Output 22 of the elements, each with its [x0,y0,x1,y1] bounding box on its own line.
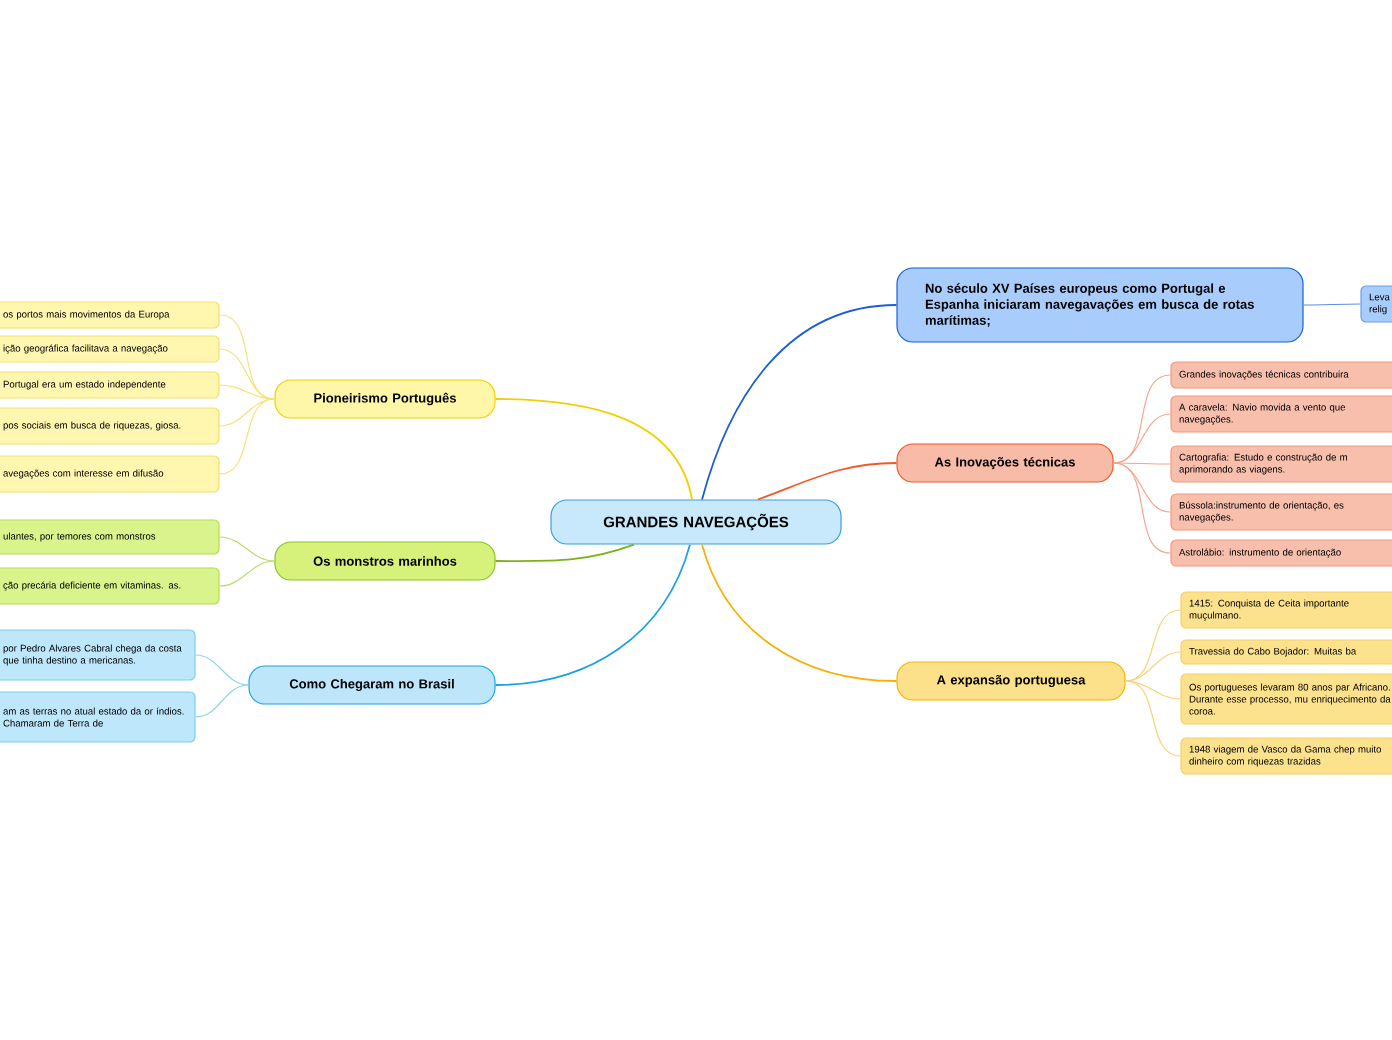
connector [1113,462,1171,513]
connector [219,560,275,587]
connector [1125,651,1181,682]
connector [701,304,898,501]
connector [195,684,249,718]
connector [219,348,275,400]
connector [219,384,275,400]
connector [1303,303,1361,306]
connector [1113,462,1171,465]
connector [494,543,635,562]
connector [701,543,898,682]
connector [757,462,898,501]
connector [1125,609,1181,682]
connector [195,654,249,686]
connector [1113,462,1171,554]
connector [494,543,691,686]
connector [1113,413,1171,464]
connector [1125,680,1181,757]
connector [219,398,275,475]
connector [219,536,275,562]
connector [219,398,275,427]
connector [494,398,693,501]
